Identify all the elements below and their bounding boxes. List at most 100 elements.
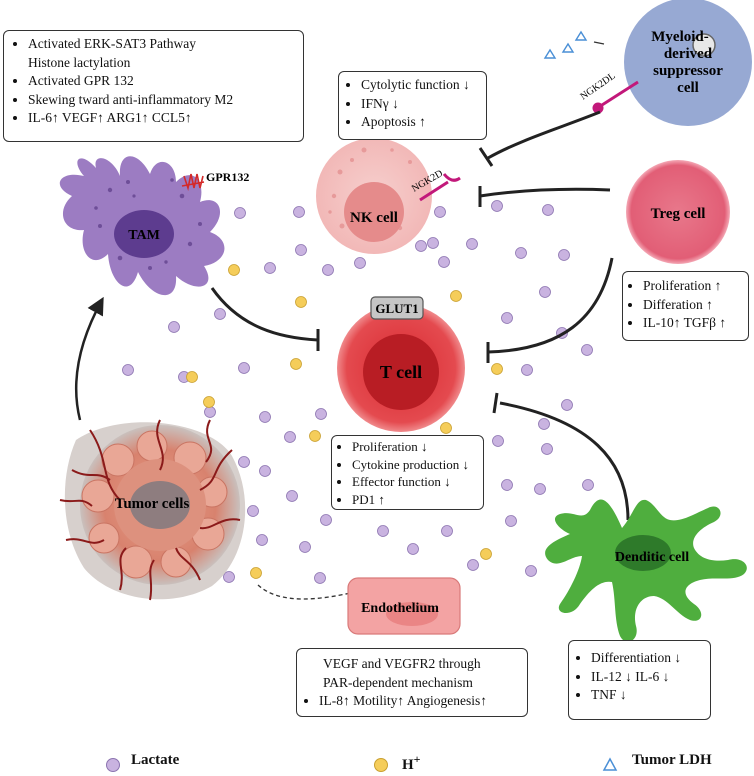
nk-effects-box: Cytolytic function ↓ IFNγ ↓ Apoptosis ↑ [338, 71, 487, 140]
tam-effect-1: Activated ERK-SAT3 Pathway [28, 35, 297, 54]
legend-hplus-icon [374, 758, 388, 772]
hplus-particle [186, 371, 198, 383]
tam-cell: TAM GPR132 [59, 156, 249, 296]
lactate-particle [542, 204, 554, 216]
lactate-particle [582, 479, 594, 491]
lactate-particle [293, 206, 305, 218]
lactate-particle [264, 262, 276, 274]
lactate-particle [538, 418, 550, 430]
dc-effect-3: TNF ↓ [591, 686, 706, 705]
lactate-particle [256, 534, 268, 546]
glut1-badge [370, 296, 424, 320]
treg-effects-box: Proliferation ↑ Differation ↑ IL-10↑ TGF… [622, 271, 749, 341]
dendritic-label: Denditic cell [615, 550, 689, 565]
endothelium-effects-box: VEGF and VEGFR2 through PAR-dependent me… [296, 648, 528, 717]
tumor-label: Tumor cells [115, 496, 190, 512]
mdsc-cell: Myeloid- derived suppressor cell [624, 0, 752, 126]
nk-cell: NK cell NGK2D [316, 138, 461, 254]
lactate-particle [581, 344, 593, 356]
hplus-particle [228, 264, 240, 276]
treg-effect-2: Differation ↑ [643, 296, 744, 315]
lactate-particle [259, 465, 271, 477]
lactate-particle [441, 525, 453, 537]
lactate-particle [492, 435, 504, 447]
mdsc-label-2: derived [664, 46, 713, 62]
dc-effect-2: IL-12 ↓ IL-6 ↓ [591, 668, 706, 687]
lactate-particle [354, 257, 366, 269]
lactate-particle [525, 565, 537, 577]
hplus-particle [250, 567, 262, 579]
tcell-effect-2: Cytokine production ↓ [352, 456, 479, 474]
mdsc-label-1: Myeloid- [651, 29, 709, 45]
lactate-particle [204, 406, 216, 418]
lactate-particle [286, 490, 298, 502]
gpr132-receptor [181, 173, 205, 192]
dendritic-cell: Denditic cell [545, 499, 747, 642]
mdsc-label-3: suppressor [653, 63, 723, 79]
t-cell-label: T cell [380, 362, 422, 382]
t-cell: T cell GLUT1 [337, 296, 465, 432]
lactate-particle [539, 286, 551, 298]
treg-cell: Treg cell [626, 160, 730, 264]
treg-label: Treg cell [651, 206, 706, 222]
tumor-to-tam-arrow [74, 296, 104, 421]
gpr132-label: GPR132 [206, 170, 249, 184]
lactate-particle [491, 200, 503, 212]
tumor-cells: Tumor cells [59, 419, 246, 601]
mdsc-label-4: cell [677, 80, 699, 96]
tcell-effect-4: PD1 ↑ [352, 491, 479, 509]
lactate-particle [314, 572, 326, 584]
nk-label: NK cell [350, 210, 398, 226]
endothelium-label: Endothelium [361, 601, 439, 616]
nk-effect-2: IFNγ ↓ [361, 95, 482, 114]
hplus-particle [295, 296, 307, 308]
lactate-particle [561, 399, 573, 411]
nk-effect-3: Apoptosis ↑ [361, 113, 482, 132]
tcell-effects-box: Proliferation ↓ Cytokine production ↓ Ef… [331, 435, 484, 510]
hplus-particle [491, 363, 503, 375]
lactate-particle [299, 541, 311, 553]
legend-hplus-label: H+ [402, 752, 421, 774]
lactate-particle [234, 207, 246, 219]
lactate-particle [415, 240, 427, 252]
lactate-particle [534, 483, 546, 495]
lactate-particle [438, 256, 450, 268]
tumor-endothelium-link [257, 584, 356, 600]
tam-effect-3: Activated GPR 132 [28, 72, 297, 91]
treg-effect-3: IL-10↑ TGFβ ↑ [643, 314, 744, 333]
lactate-particle [315, 408, 327, 420]
lactate-particle [247, 505, 259, 517]
lactate-particle [466, 238, 478, 250]
lactate-particle [320, 514, 332, 526]
lactate-particle [322, 264, 334, 276]
lactate-particle [541, 443, 553, 455]
lactate-particle [284, 431, 296, 443]
treg-effect-1: Proliferation ↑ [643, 277, 744, 296]
lactate-particle [238, 362, 250, 374]
endo-effect-2: PAR-dependent mechanism [323, 674, 473, 690]
tam-effect-4: Skewing tward anti-inflammatory M2 [28, 91, 297, 110]
lactate-particle [501, 312, 513, 324]
hplus-particle [309, 430, 321, 442]
lactate-particle [505, 515, 517, 527]
dc-effect-1: Differentiation ↓ [591, 649, 706, 668]
lactate-particle [434, 206, 446, 218]
legend-h-superscript: + [413, 752, 421, 766]
tam-effect-5: IL-6↑ VEGF↑ ARG1↑ CCL5↑ [28, 109, 297, 128]
lactate-particle [223, 571, 235, 583]
glut1-label: GLUT1 [375, 301, 418, 316]
legend-ldh-icon [602, 757, 618, 771]
tcell-effect-1: Proliferation ↓ [352, 438, 479, 456]
tam-effects-box: Activated ERK-SAT3 Pathway Histone lacty… [3, 30, 304, 142]
ngk2d-receptor [419, 173, 461, 202]
hplus-particle [203, 396, 215, 408]
lactate-particle [515, 247, 527, 259]
hplus-particle [440, 422, 452, 434]
lactate-particle [214, 308, 226, 320]
legend-ldh-label: Tumor LDH [632, 752, 712, 768]
tam-effect-2: Histone lactylation [28, 54, 131, 70]
tcell-effect-3: Effector function ↓ [352, 473, 479, 491]
legend-lactate-icon [106, 758, 120, 772]
tam-label: TAM [128, 228, 160, 243]
